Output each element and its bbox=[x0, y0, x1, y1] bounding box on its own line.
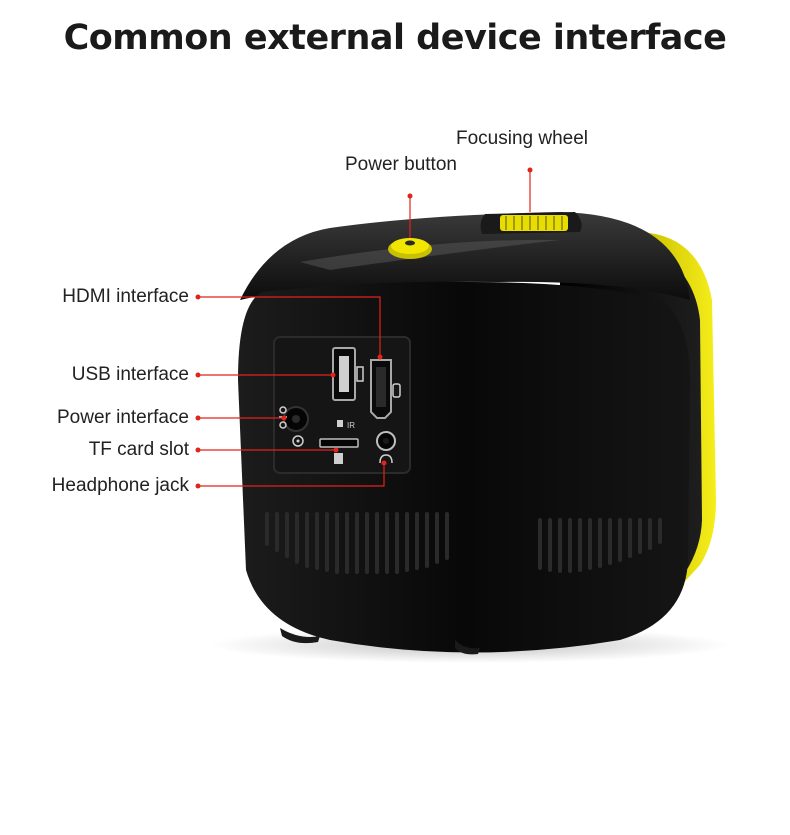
top-surface bbox=[240, 212, 690, 300]
label-focusing-wheel: Focusing wheel bbox=[456, 128, 589, 149]
tf-card-slot bbox=[319, 438, 359, 448]
ir-window bbox=[337, 420, 343, 427]
page-title: Common external device interface bbox=[63, 18, 727, 58]
foot-left bbox=[280, 628, 320, 644]
foot-right bbox=[455, 640, 480, 655]
focus-wheel bbox=[500, 215, 568, 231]
power-button bbox=[391, 238, 429, 254]
reset-hole bbox=[292, 435, 304, 447]
label-power-interface: Power interface bbox=[56, 407, 189, 428]
leader-dots bbox=[195, 167, 533, 489]
leader-lines bbox=[198, 170, 531, 487]
ir-mark: IR bbox=[347, 421, 355, 430]
top-highlight bbox=[300, 239, 560, 270]
label-tf-card: TF card slot bbox=[88, 439, 189, 460]
side-vents bbox=[538, 518, 662, 573]
front-vents bbox=[265, 512, 449, 574]
focus-wheel-grip bbox=[505, 216, 563, 230]
label-usb: USB interface bbox=[71, 364, 189, 385]
label-headphone: Headphone jack bbox=[51, 475, 189, 496]
label-power-button: Power button bbox=[345, 154, 457, 175]
label-hdmi: HDMI interface bbox=[62, 286, 189, 307]
